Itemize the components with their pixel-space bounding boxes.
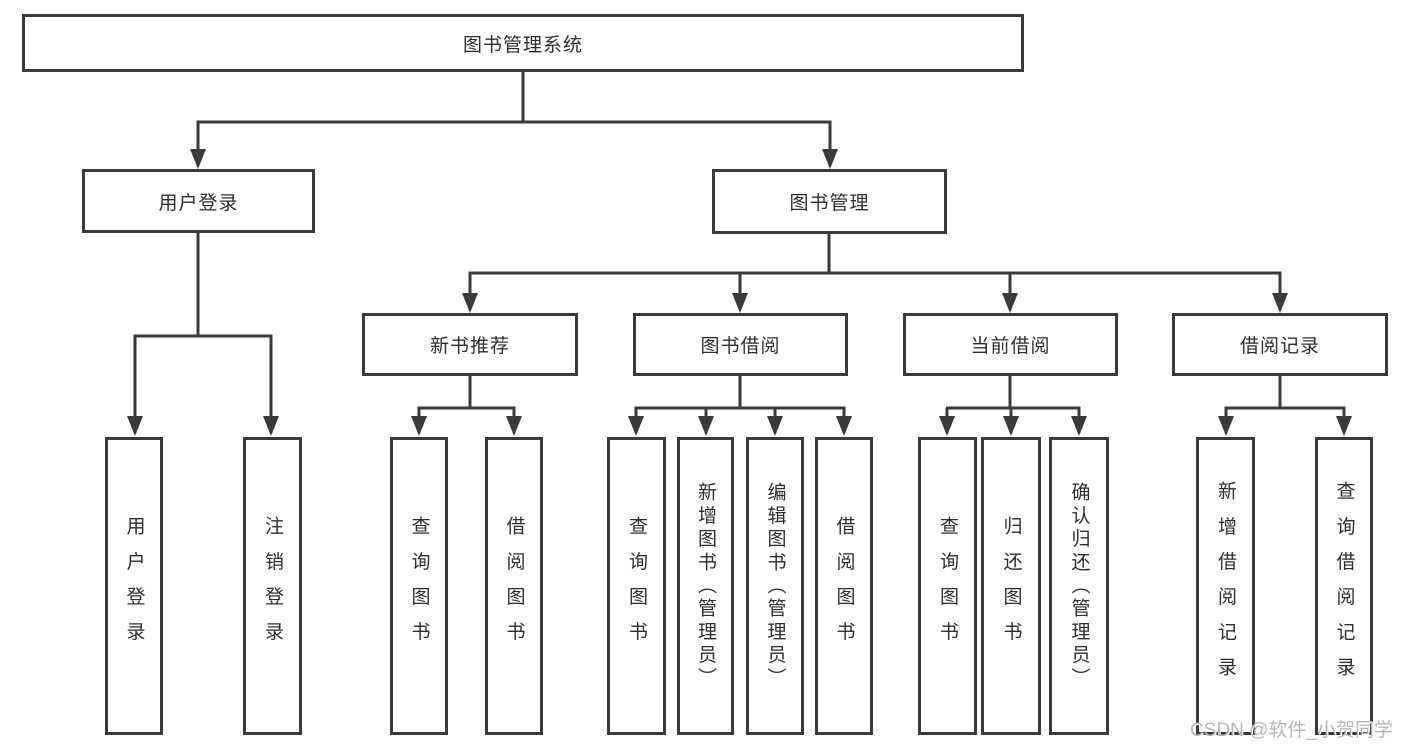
leaf-label: 借阅图书 [503, 515, 525, 657]
arrow-down-icon [263, 416, 279, 436]
watermark: CSDN @软件_小贺同学 [1190, 720, 1393, 741]
leaf-label: 编辑图书（管理员） [764, 481, 786, 691]
leaf-query-books-recommend: 查询图书 [390, 437, 448, 735]
leaf-label: 归还图书 [1000, 515, 1022, 657]
connector-current-borrowing [939, 376, 1087, 436]
arrow-down-icon [698, 416, 714, 436]
connector-book-borrowing [628, 376, 852, 436]
leaf-label: 新增图书（管理员） [695, 481, 716, 691]
leaf-user-login: 用户登录 [105, 437, 163, 735]
connector-borrowing-records [1218, 376, 1352, 436]
leaf-borrow-books: 借阅图书 [815, 437, 873, 735]
connector-user-login [127, 233, 279, 436]
arrow-down-icon [190, 149, 206, 169]
leaf-query-books-current: 查询图书 [918, 437, 977, 735]
arrow-down-icon [767, 416, 783, 436]
connector-new-book-recommendation [411, 376, 522, 436]
leaf-label: 借阅图书 [833, 515, 855, 657]
arrow-down-icon [1003, 416, 1019, 436]
connector-book-management [462, 234, 1288, 313]
node-book-management: 图书管理 [712, 169, 947, 234]
arrow-down-icon [822, 149, 838, 169]
leaf-query-books-borrow: 查询图书 [607, 437, 666, 735]
arrow-down-icon [127, 416, 143, 436]
connector-root [190, 72, 838, 169]
node-user-login: 用户登录 [82, 169, 315, 233]
leaf-add-borrow-record: 新增借阅记录 [1196, 437, 1255, 735]
leaf-label: 注销登录 [262, 515, 283, 657]
leaf-borrow-books-recommend: 借阅图书 [485, 437, 543, 735]
node-label: 当前借阅 [970, 336, 1051, 357]
leaf-edit-books-admin: 编辑图书（管理员） [746, 437, 804, 735]
node-book-borrowing: 图书借阅 [633, 313, 848, 376]
arrow-down-icon [1336, 416, 1352, 436]
node-current-borrowing: 当前借阅 [903, 313, 1118, 376]
arrow-down-icon [506, 416, 522, 436]
arrow-down-icon [836, 416, 852, 436]
leaf-confirm-return-admin: 确认归还（管理员） [1049, 437, 1109, 735]
arrow-down-icon [732, 293, 748, 313]
node-label: 图书管理系统 [462, 34, 583, 56]
leaf-label: 查询图书 [937, 515, 958, 657]
leaf-label: 查询借阅记录 [1333, 480, 1355, 692]
arrow-down-icon [1218, 416, 1234, 436]
arrow-down-icon [1071, 416, 1087, 436]
leaf-return-books: 归还图书 [981, 437, 1041, 735]
arrow-down-icon [628, 416, 644, 436]
leaf-label: 确认归还（管理员） [1068, 481, 1090, 691]
arrow-down-icon [411, 416, 427, 436]
node-root: 图书管理系统 [22, 14, 1024, 72]
node-borrowing-records: 借阅记录 [1172, 313, 1388, 376]
arrow-down-icon [939, 416, 955, 436]
leaf-label: 查询图书 [626, 515, 647, 657]
leaf-logout-login: 注销登录 [243, 437, 302, 735]
leaf-add-books-admin: 新增图书（管理员） [677, 437, 734, 735]
arrow-down-icon [1002, 293, 1018, 313]
node-new-book-recommendation: 新书推荐 [362, 313, 578, 376]
node-label: 新书推荐 [429, 336, 510, 357]
leaf-label: 查询图书 [408, 515, 430, 657]
node-label: 借阅记录 [1239, 336, 1320, 357]
arrow-down-icon [462, 293, 478, 313]
leaf-label: 新增借阅记录 [1215, 480, 1236, 692]
arrow-down-icon [1272, 293, 1288, 313]
node-label: 图书管理 [789, 193, 870, 214]
leaf-query-borrow-record: 查询借阅记录 [1315, 437, 1373, 735]
node-label: 用户登录 [158, 192, 239, 214]
node-label: 图书借阅 [700, 336, 781, 357]
leaf-label: 用户登录 [123, 515, 145, 657]
